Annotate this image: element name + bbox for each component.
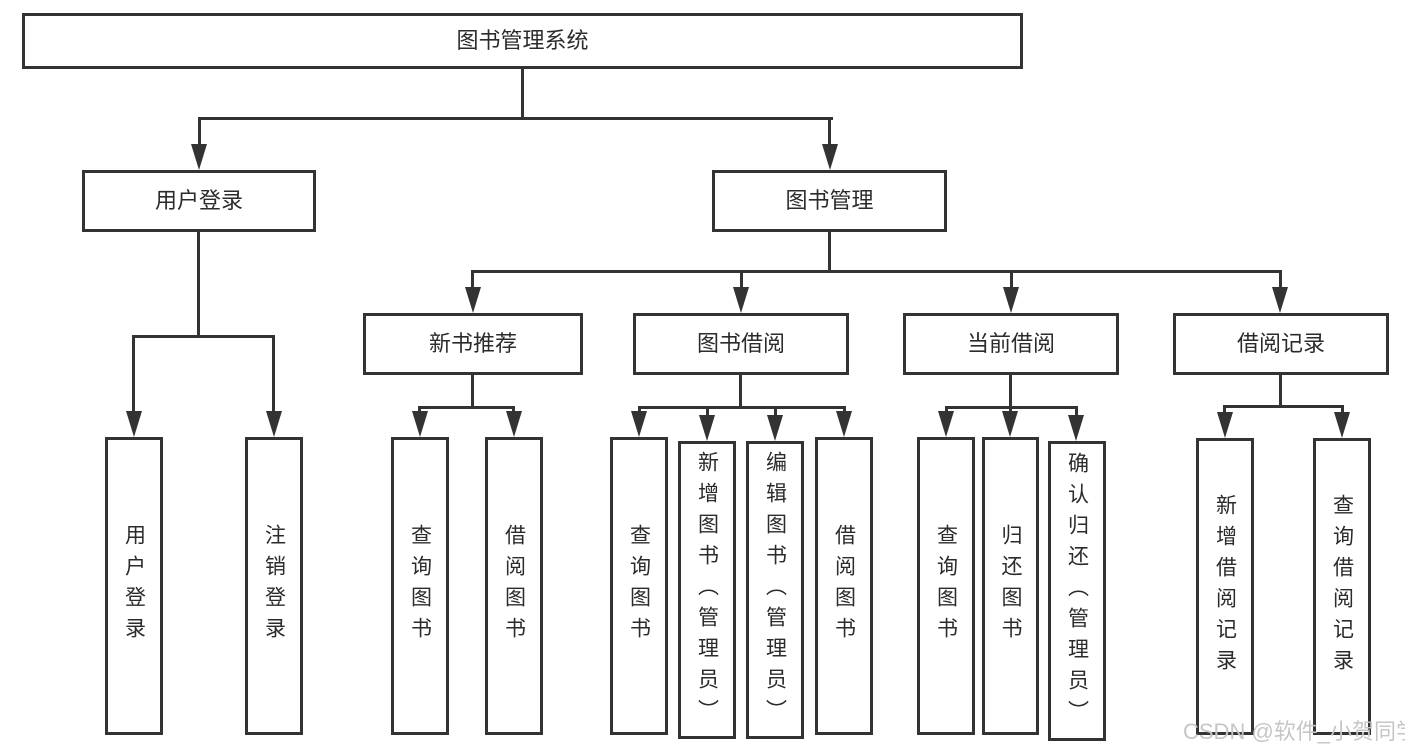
connector-line <box>1009 375 1012 409</box>
arrow-down-icon <box>126 411 142 437</box>
connector-line <box>132 335 275 338</box>
node-query-books-label: 查询图书 <box>627 524 651 648</box>
node-borrowing-records-label: 借阅记录 <box>1236 331 1325 356</box>
connector-line <box>774 406 777 420</box>
node-query-books: 查询图书 <box>391 437 449 735</box>
arrow-down-icon <box>822 144 838 170</box>
connector-line <box>1279 375 1282 408</box>
connector-line <box>471 270 1282 273</box>
node-return-books-label: 归还图书 <box>999 524 1022 648</box>
connector-line <box>471 375 474 409</box>
arrow-down-icon <box>1068 415 1084 441</box>
arrow-down-icon <box>1003 287 1019 313</box>
node-user-login-leaf: 用户登录 <box>105 437 163 735</box>
arrow-down-icon <box>1334 412 1350 438</box>
node-logout-leaf: 注销登录 <box>245 437 303 735</box>
node-new-book-recommendation-label: 新书推荐 <box>428 331 517 356</box>
node-add-books-admin: 新增图书（管理员） <box>678 441 736 739</box>
node-borrow-books-label: 借阅图书 <box>832 524 856 648</box>
connector-line <box>1010 270 1013 295</box>
node-query-books: 查询图书 <box>610 437 668 735</box>
node-add-books-admin-label: 新增图书（管理员） <box>695 450 719 730</box>
connector-line <box>521 66 524 118</box>
node-edit-books-admin-label: 编辑图书（管理员） <box>763 450 787 730</box>
connector-line <box>828 117 831 147</box>
connector-line <box>638 406 845 409</box>
node-root-label: 图书管理系统 <box>456 28 589 53</box>
node-book-borrowing-label: 图书借阅 <box>696 331 785 356</box>
connector-line <box>1279 270 1282 295</box>
connector-line <box>132 335 135 415</box>
node-add-borrow-record: 新增借阅记录 <box>1196 438 1254 735</box>
node-query-borrow-record: 查询借阅记录 <box>1313 438 1371 735</box>
arrow-down-icon <box>733 287 749 313</box>
node-confirm-return-admin: 确认归还（管理员） <box>1048 441 1106 741</box>
node-root: 图书管理系统 <box>22 13 1023 69</box>
connector-line <box>828 232 831 273</box>
arrow-down-icon <box>1002 411 1018 437</box>
arrow-down-icon <box>1272 287 1288 313</box>
node-edit-books-admin: 编辑图书（管理员） <box>746 441 804 739</box>
node-query-books-label: 查询图书 <box>408 524 432 648</box>
arrow-down-icon <box>767 415 783 441</box>
arrow-down-icon <box>631 411 647 437</box>
node-current-borrowing-label: 当前借阅 <box>966 331 1055 356</box>
connector-line <box>739 375 742 409</box>
node-return-books: 归还图书 <box>982 437 1039 735</box>
node-new-book-recommendation: 新书推荐 <box>363 313 583 375</box>
node-book-borrowing: 图书借阅 <box>633 313 849 375</box>
arrow-down-icon <box>1217 412 1233 438</box>
connector-line <box>418 406 515 409</box>
connector-line <box>272 335 275 415</box>
arrow-down-icon <box>699 415 715 441</box>
arrow-down-icon <box>191 144 207 170</box>
connector-line <box>1075 406 1078 420</box>
arrow-down-icon <box>506 411 522 437</box>
node-book-management-label: 图书管理 <box>785 188 874 213</box>
node-logout-leaf-label: 注销登录 <box>262 524 286 648</box>
node-query-borrow-record-label: 查询借阅记录 <box>1330 493 1354 680</box>
node-user-login-leaf-label: 用户登录 <box>122 524 146 648</box>
node-user-login: 用户登录 <box>82 170 316 232</box>
connector-line <box>197 232 200 338</box>
node-borrow-books: 借阅图书 <box>815 437 873 735</box>
node-borrow-books-label: 借阅图书 <box>502 524 526 648</box>
node-book-management: 图书管理 <box>712 170 947 232</box>
connector-line <box>471 270 474 295</box>
node-query-books: 查询图书 <box>917 437 975 735</box>
node-current-borrowing: 当前借阅 <box>903 313 1119 375</box>
arrow-down-icon <box>412 411 428 437</box>
csdn-watermark: CSDN @软件_小贺同学 <box>1183 719 1405 744</box>
connector-line <box>198 117 833 120</box>
arrow-down-icon <box>836 411 852 437</box>
arrow-down-icon <box>938 411 954 437</box>
node-borrow-books: 借阅图书 <box>485 437 543 735</box>
node-confirm-return-admin-label: 确认归还（管理员） <box>1065 451 1089 731</box>
node-user-login-label: 用户登录 <box>154 188 243 213</box>
connector-line <box>1223 405 1344 408</box>
connector-line <box>198 117 201 147</box>
arrow-down-icon <box>266 411 282 437</box>
node-borrowing-records: 借阅记录 <box>1173 313 1389 375</box>
node-query-books-label: 查询图书 <box>934 524 958 648</box>
node-add-borrow-record-label: 新增借阅记录 <box>1213 493 1237 680</box>
connector-line <box>706 406 709 420</box>
connector-line <box>740 270 743 295</box>
arrow-down-icon <box>465 287 481 313</box>
